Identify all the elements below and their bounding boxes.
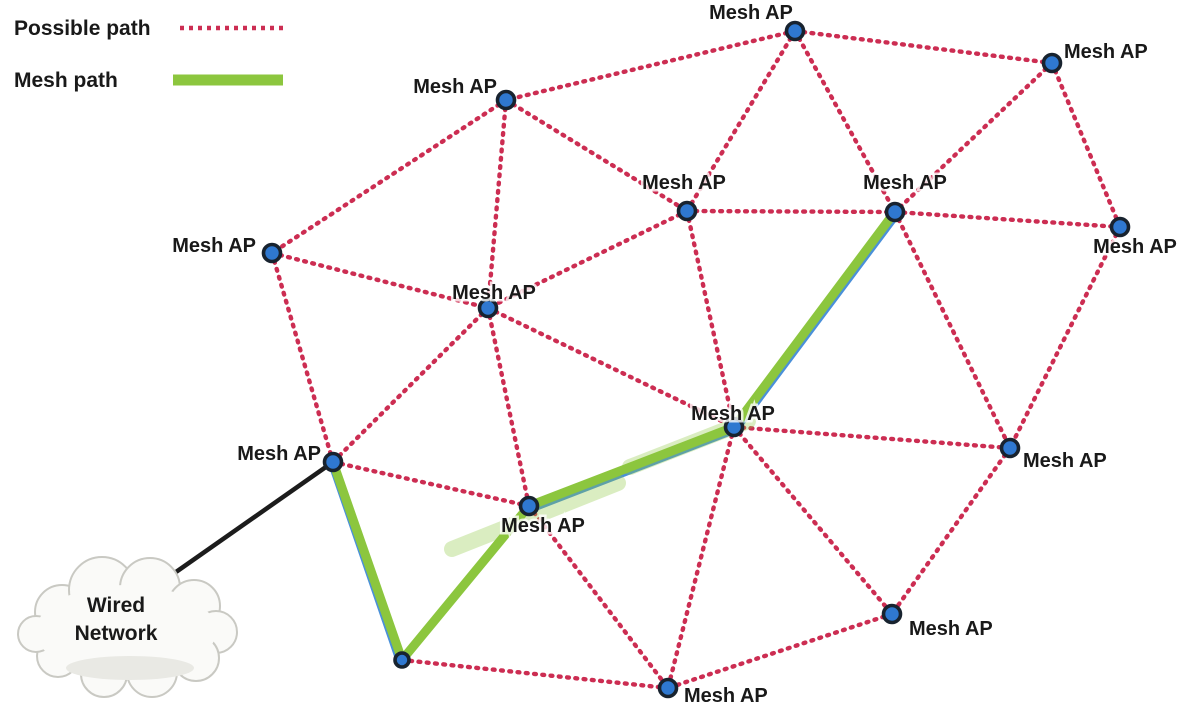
mesh-ap-label: Mesh AP xyxy=(863,172,947,194)
possible-path-edge xyxy=(485,97,509,311)
possible-path-edge xyxy=(485,208,690,311)
legend: Possible path Mesh path xyxy=(14,17,283,92)
possible-path-edge xyxy=(503,97,690,214)
mesh-ap-node xyxy=(999,437,1021,459)
mesh-ap-label: Mesh AP xyxy=(172,235,256,257)
legend-mesh-path-label: Mesh path xyxy=(14,69,118,92)
mesh-path-route xyxy=(328,208,899,665)
mesh-ap-node xyxy=(322,451,344,473)
mesh-ap-label: Mesh AP xyxy=(1064,41,1148,63)
legend-possible-path-label: Possible path xyxy=(14,17,151,40)
mesh-ap-node xyxy=(1109,216,1131,238)
cloud-shading xyxy=(66,656,194,680)
mesh-path-glow xyxy=(444,475,626,557)
possible-path-edge xyxy=(665,611,895,691)
mesh-ap-label: Mesh AP xyxy=(237,443,321,465)
mesh-ap-node xyxy=(477,297,499,319)
possible-path-edge xyxy=(792,28,898,215)
mesh-ap-label: Mesh AP xyxy=(642,172,726,194)
mesh-ap-label: Mesh AP xyxy=(691,403,775,425)
possible-path-edge xyxy=(792,28,1055,66)
possible-path-edge xyxy=(684,208,737,430)
possible-path-edge xyxy=(892,60,1055,215)
possible-path-edge xyxy=(1049,60,1123,230)
mesh-ap-node xyxy=(784,20,806,42)
mesh-ap-node xyxy=(881,603,903,625)
cloud-body xyxy=(36,585,216,677)
possible-path-edge xyxy=(503,28,798,103)
wired-network-cloud: Wired Network xyxy=(17,556,238,698)
wired-network-label-line1: Wired xyxy=(87,594,145,617)
wired-network-link xyxy=(173,459,336,575)
mesh-ap-label: Mesh AP xyxy=(1023,450,1107,472)
possible-path-edge xyxy=(269,97,509,256)
mesh-ap-labels-layer: Mesh AP Mesh AP Mesh AP Mesh AP Mesh AP Mesh … xyxy=(170,0,1180,704)
mesh-ap-node xyxy=(884,201,906,223)
wired-network-label-line2: Network xyxy=(75,622,158,645)
mesh-ap-label: Mesh AP xyxy=(413,76,497,98)
possible-path-edge xyxy=(731,424,1013,451)
possible-path-edge xyxy=(892,209,1123,230)
mesh-ap-node xyxy=(1041,52,1063,74)
mesh-ap-node xyxy=(261,242,283,264)
mesh-ap-node xyxy=(676,200,698,222)
mesh-ap-label: Mesh AP xyxy=(1093,236,1177,258)
possible-path-edge xyxy=(330,305,491,465)
mesh-ap-nodes-layer xyxy=(261,20,1131,699)
possible-path-edge xyxy=(684,28,798,214)
mesh-ap-label: Mesh AP xyxy=(684,685,768,704)
mesh-ap-label: Mesh AP xyxy=(501,515,585,537)
mesh-ap-node xyxy=(518,495,540,517)
mesh-ap-label: Mesh AP xyxy=(709,2,793,24)
mesh-ap-node xyxy=(393,651,411,669)
possible-path-edge xyxy=(526,503,671,691)
possible-path-edge xyxy=(731,424,895,617)
possible-path-edge xyxy=(399,657,671,691)
possible-path-edge xyxy=(1007,224,1123,451)
possible-path-edge xyxy=(684,208,898,215)
mesh-ap-node xyxy=(723,416,745,438)
wired-link-layer xyxy=(173,459,336,575)
possible-path-edge xyxy=(330,459,532,509)
possible-path-edge xyxy=(485,305,737,430)
possible-path-edge xyxy=(485,305,532,509)
mesh-ap-node xyxy=(657,677,679,699)
possible-path-edges-layer xyxy=(269,28,1123,691)
mesh-ap-node xyxy=(495,89,517,111)
possible-path-edge xyxy=(889,445,1013,617)
mesh-ap-label: Mesh AP xyxy=(909,618,993,640)
possible-path-edge xyxy=(269,250,491,311)
possible-path-edge xyxy=(269,250,336,465)
possible-path-edge xyxy=(892,209,1013,451)
possible-path-edge xyxy=(665,424,737,691)
mesh-ap-label: Mesh AP xyxy=(452,282,536,304)
mesh-path-layer xyxy=(327,208,899,665)
